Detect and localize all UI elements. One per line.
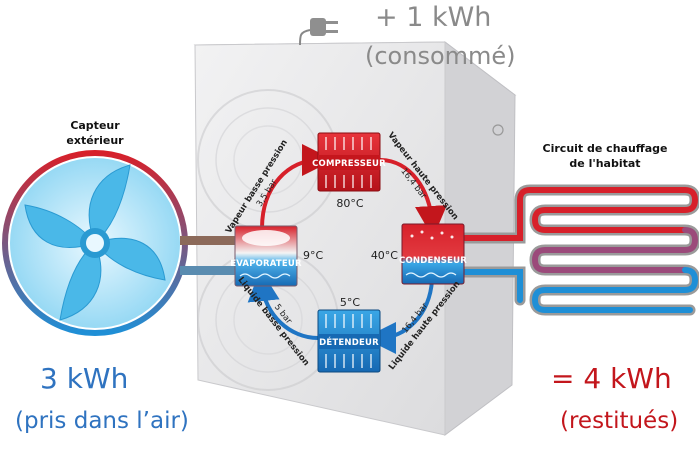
- air-label: (pris dans l’air): [15, 408, 189, 434]
- sensor-label-line2: extérieur: [66, 134, 124, 147]
- compressor-label: COMPRESSEUR: [312, 159, 386, 169]
- temp-expander: 5°C: [340, 296, 360, 309]
- circuit-label-line2: de l'habitat: [569, 157, 641, 170]
- sensor-label-line1: Capteur: [70, 119, 120, 132]
- evaporator-label: ÉVAPORATEUR: [230, 257, 302, 269]
- expander-box: DÉTENDEUR: [317, 309, 381, 373]
- consumed-value: + 1 kWh: [375, 2, 492, 33]
- compressor-box: COMPRESSEUR: [312, 132, 386, 192]
- restored-value: = 4 kWh: [551, 362, 672, 395]
- plug-icon: [299, 18, 338, 46]
- restored-label: (restitués): [560, 408, 679, 434]
- condenser-box: CONDENSEUR: [399, 223, 467, 285]
- temp-condenser: 40°C: [371, 249, 398, 262]
- circuit-label: Circuit de chauffage de l'habitat: [535, 141, 675, 171]
- heating-circuit: [459, 184, 699, 316]
- condenser-label: CONDENSEUR: [399, 256, 467, 266]
- refrigerant-cycle: [247, 144, 447, 354]
- sensor-pipes: [180, 236, 235, 275]
- expander-label: DÉTENDEUR: [319, 336, 379, 348]
- temp-evaporator: 9°C: [303, 249, 323, 262]
- fan-icon: [2, 150, 188, 336]
- consumed-label: (consommé): [365, 42, 516, 70]
- temp-compressor: 80°C: [336, 197, 363, 210]
- circuit-label-line1: Circuit de chauffage: [542, 142, 668, 155]
- evaporator-box: ÉVAPORATEUR: [230, 225, 302, 287]
- sensor-label: Capteur extérieur: [55, 118, 135, 148]
- air-value: 3 kWh: [40, 362, 129, 395]
